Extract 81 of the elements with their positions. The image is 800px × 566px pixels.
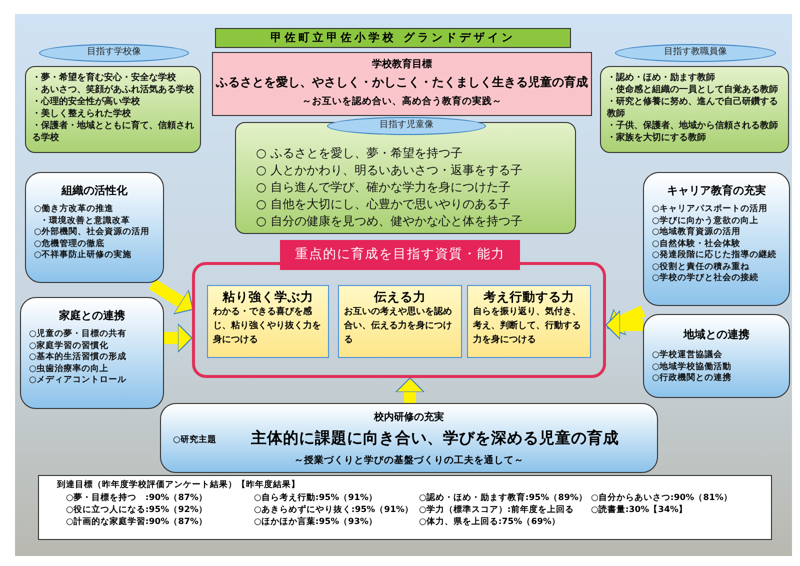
theme-label: ○研究主題 bbox=[173, 434, 216, 446]
target-item: ○体力、県を上回る:75%（69%） bbox=[419, 516, 561, 528]
list-item: ・あいさつ、笑顔があふれ活気ある学校 bbox=[32, 84, 194, 96]
block-arrow bbox=[164, 324, 192, 352]
list-item: ・保護者・地域とともに育て、信頼される学校 bbox=[32, 120, 194, 144]
list-item: ○不祥事防止研修の実施 bbox=[34, 250, 132, 262]
goal-statement: ふるさとを愛し、やさしく・かしこく・たくましく生きる児童の育成 bbox=[214, 74, 589, 91]
list-item: ○基本的生活習慣の形成 bbox=[29, 352, 128, 364]
list-item: ○ 自ら進んで学び、確かな学力を身につけた子 bbox=[256, 179, 512, 196]
list-item: ○キャリアパスポートの活用 bbox=[652, 204, 768, 216]
list-item: ○外部機関、社会資源の活用 bbox=[34, 227, 150, 238]
info-card bbox=[25, 172, 164, 283]
list-item: ○虫歯治療率の向上 bbox=[29, 364, 110, 375]
block-arrow bbox=[606, 310, 643, 340]
list-item: ・美しく整えられた学校 bbox=[32, 108, 132, 120]
ability-box bbox=[467, 285, 591, 358]
theme-statement: 主体的に課題に向き合い、学びを深める児童の育成 bbox=[251, 428, 619, 449]
list-item: ○地域学校協働活動 bbox=[652, 362, 732, 372]
list-item: ○行政機関との連携 bbox=[652, 373, 732, 384]
ability-box bbox=[207, 285, 329, 358]
target-item: ○自分からあいさつ:90%（81%） bbox=[591, 492, 733, 504]
subtitle: ～授業づくりと学びの基盤づくりの工夫を通して～ bbox=[293, 454, 525, 467]
description: お互いの考えや思いを認め合い、伝える力を身につける bbox=[344, 305, 453, 347]
heading: 学校教育目標 bbox=[371, 57, 433, 71]
heading: 家庭との連携 bbox=[58, 308, 126, 323]
heading: 地域との連携 bbox=[682, 327, 750, 342]
description: わかる・できる喜びを感じ、粘り強くやり抜く力を身につける bbox=[213, 305, 322, 347]
list-item: ○家庭学習の習慣化 bbox=[29, 340, 110, 352]
list-item: ○ 自分の健康を見つめ、健やかな心と体を持つ子 bbox=[256, 213, 524, 230]
target-item: ○自ら考え行動:95%（91%） bbox=[254, 492, 378, 504]
list-item: ・家族を大切にする教師 bbox=[607, 132, 707, 144]
heading: 校内研修の充実 bbox=[372, 410, 445, 424]
list-item: ・研究と修養に努め、進んで自己研鑽する教師 bbox=[607, 96, 779, 120]
research-box bbox=[160, 403, 658, 473]
list-item: ○学校の学びと社会の接続 bbox=[652, 273, 760, 284]
list-item: ・環境改善と意識改革 bbox=[39, 216, 131, 226]
heading: 考え行動する力 bbox=[482, 288, 576, 305]
target-item: ○夢・目標を持つ :90%（87%） bbox=[66, 492, 208, 504]
list-item: ○役割と責任の積み重ね bbox=[652, 262, 750, 272]
info-card bbox=[643, 314, 790, 398]
heading: 到達目標（昨年度学校評価アンケート結果）【昨年度結果】 bbox=[57, 479, 300, 491]
description: 自らを振り返り、気付き、考え、判断して、行動する力を身につける bbox=[473, 305, 582, 347]
list-item: ・子供、保護者、地域から信頼される教師 bbox=[607, 120, 779, 132]
heading: 粘り強く学ぶ力 bbox=[221, 288, 314, 305]
target-item: ○読書量:30%【34%】 bbox=[591, 504, 688, 516]
info-card bbox=[643, 172, 790, 306]
list-item: ○ ふるさとを愛し、夢・希望を持つ子 bbox=[256, 145, 464, 162]
target-item: ○ほかほか言葉:95%（93%） bbox=[254, 516, 378, 528]
heading: キャリア教育の充実 bbox=[666, 183, 767, 198]
list-item: ○働き方改革の推進 bbox=[34, 204, 114, 216]
list-item: ・認め・ほめ・励ます教師 bbox=[607, 72, 716, 84]
list-item: ○ 自他を大切にし、心豊かで思いやりのある子 bbox=[256, 196, 512, 213]
info-card bbox=[20, 297, 164, 409]
title-banner: 甲佐町立甲佐小学校 グランドデザイン bbox=[215, 28, 571, 48]
subtitle: ～お互いを認め合い、高め合う教育の実践～ bbox=[301, 95, 503, 108]
list-item: ○メディアコントロール bbox=[29, 375, 128, 386]
target-item: ○計画的な家庭学習:90%（87%） bbox=[66, 516, 208, 528]
list-item: ○ 人とかかわり、明るいあいさつ・返事をする子 bbox=[256, 162, 524, 179]
block-arrow bbox=[396, 378, 424, 403]
list-item: ○地域教育資源の活用 bbox=[652, 227, 742, 238]
list-item: ・心理的安全性が高い学校 bbox=[32, 96, 141, 108]
list-item: ○学校運営協議会 bbox=[652, 350, 724, 362]
target-item: ○学力（標準スコア）:前年度を上回る bbox=[419, 504, 574, 516]
heading: 伝える力 bbox=[372, 288, 427, 305]
target-panel bbox=[38, 475, 772, 540]
list-item: ・使命感と組織の一員として自覚ある教師 bbox=[607, 84, 779, 96]
list-item: ○自然体験・社会体験 bbox=[652, 238, 742, 250]
target-item: ○あきらめずにやり抜く:95%（91%） bbox=[254, 504, 414, 516]
list-item: ○危機管理の徹底 bbox=[34, 238, 106, 250]
target-item: ○認め・ほめ・励ます教育:95%（89%） bbox=[419, 492, 588, 504]
block-arrow bbox=[606, 306, 646, 336]
goal-box bbox=[212, 52, 592, 116]
ability-box bbox=[338, 285, 462, 358]
list-item: ○児童の夢・目標の共有 bbox=[29, 329, 128, 340]
heading-banner: 重点的に育成を目指す資質・能力 bbox=[280, 240, 520, 270]
target-item: ○役に立つ人になる:95%（92%） bbox=[66, 504, 208, 516]
block-arrow bbox=[148, 278, 194, 314]
list-item: ○学びに向かう意欲の向上 bbox=[652, 216, 760, 226]
list-item: ○発達段階に応じた指導の継続 bbox=[652, 250, 778, 262]
list-item: ・夢・希望を育む安心・安全な学校 bbox=[32, 72, 177, 84]
heading: 組織の活性化 bbox=[60, 183, 128, 198]
